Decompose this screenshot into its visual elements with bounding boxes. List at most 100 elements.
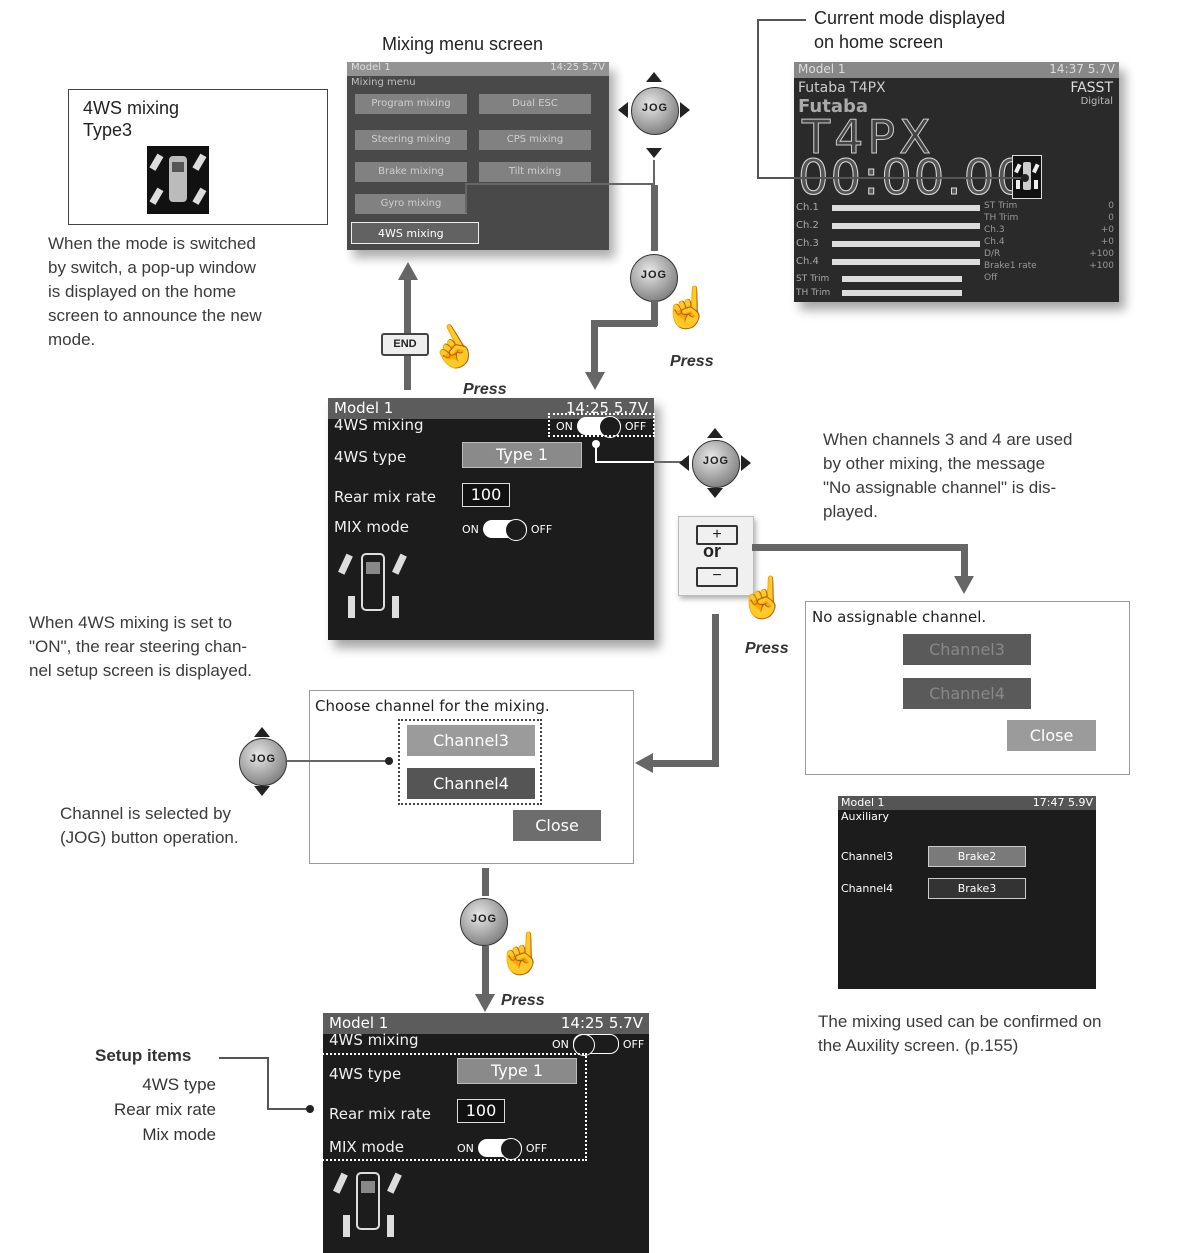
- popup-title: Choose channel for the mixing.: [315, 697, 550, 715]
- flow-line: [465, 183, 467, 213]
- home-screen: Model 1 14:37 5.7V Futaba T4PX Futaba FA…: [794, 62, 1119, 302]
- setup-item: 4WS type: [142, 1075, 216, 1094]
- aux-header: Model 1 17:47 5.9V: [838, 796, 1096, 810]
- 4ws-type-value[interactable]: Type 1: [457, 1058, 577, 1084]
- screen-title: 4WS mixing: [329, 1031, 419, 1049]
- no-assignable-channel-popup: No assignable channel. Channel3 Channel4…: [805, 601, 1130, 775]
- channel3-button[interactable]: Channel3: [407, 725, 535, 756]
- press-hand-icon: ☝: [420, 316, 486, 380]
- home-ch-bar: [832, 241, 980, 247]
- menu-item[interactable]: Dual ESC: [479, 94, 591, 114]
- flow-line-thick: [591, 320, 598, 376]
- jog-button[interactable]: JOG: [239, 738, 287, 786]
- menu-item[interactable]: Gyro mixing: [355, 194, 467, 214]
- press-label: Press: [745, 640, 789, 657]
- menu-item[interactable]: Brake mixing: [355, 162, 467, 182]
- channel3-button: Channel3: [903, 634, 1031, 665]
- menu-item[interactable]: Program mixing: [355, 94, 467, 114]
- caption-line: the Auxility screen. (p.155): [818, 1036, 1019, 1055]
- flow-arrow-left-icon: [635, 753, 653, 773]
- end-button[interactable]: END: [381, 333, 429, 356]
- mix-mode-toggle[interactable]: ON OFF: [462, 519, 552, 541]
- home-right-value: 0: [1108, 213, 1114, 223]
- header-model: Model 1: [841, 796, 885, 809]
- home-right-label: ST Trim: [984, 201, 1018, 211]
- jog-label: JOG: [249, 753, 277, 765]
- caption-line: "ON", the rear steering chan-: [29, 637, 248, 656]
- car-4ws-type3-icon: [147, 146, 209, 214]
- home-right-value: +100: [1089, 249, 1114, 259]
- 4ws-type-value[interactable]: Type 1: [462, 442, 582, 468]
- close-button[interactable]: Close: [513, 810, 601, 841]
- caption-line: When 4WS mixing is set to: [29, 613, 233, 632]
- toggle-pill[interactable]: [482, 519, 527, 541]
- close-button[interactable]: Close: [1007, 720, 1096, 751]
- aux-ch3-value[interactable]: Brake2: [928, 846, 1026, 867]
- jog-up-arrow-icon: [646, 72, 662, 82]
- rear-mix-rate-value[interactable]: 100: [462, 483, 510, 507]
- jog-right-arrow-icon: [741, 455, 751, 471]
- caption-line: "No assignable channel" is dis-: [823, 478, 1057, 497]
- home-right-label: TH Trim: [984, 213, 1019, 223]
- 4ws-mixing-toggle[interactable]: ON OFF: [552, 1034, 644, 1056]
- toggle-pill[interactable]: [572, 1034, 619, 1056]
- minus-button[interactable]: −: [696, 567, 738, 587]
- caption-line: is displayed on the home: [48, 282, 237, 301]
- caption-line: nel setup screen is displayed.: [29, 661, 253, 680]
- menu-item[interactable]: CPS mixing: [479, 130, 591, 150]
- home-trim-label: ST Trim: [796, 274, 830, 284]
- jog-left-arrow-icon: [618, 102, 628, 118]
- connector-line: [285, 760, 389, 762]
- header-time: 17:47 5.9V: [1032, 796, 1093, 809]
- home-right-label: Off: [984, 273, 998, 283]
- selection-frame: [398, 719, 542, 805]
- menu-item[interactable]: Tilt mixing: [479, 162, 591, 182]
- jog-button[interactable]: JOG: [692, 440, 740, 488]
- menu-item-4ws-selected[interactable]: 4WS mixing: [351, 222, 479, 244]
- toggle-on-label: ON: [556, 419, 573, 433]
- mix-mode-label: MIX mode: [329, 1138, 404, 1156]
- header-time: 14:25 5.7V: [560, 1014, 643, 1032]
- menu-item[interactable]: Steering mixing: [355, 130, 467, 150]
- rear-mix-rate-value[interactable]: 100: [457, 1099, 505, 1123]
- flow-line-thick: [712, 614, 719, 766]
- mode-popup-example: 4WS mixing Type3: [68, 89, 328, 225]
- caption-leader: [758, 19, 806, 21]
- mixing-menu-screen: Model 1 14:25 5.7V Mixing menu Program m…: [347, 62, 609, 250]
- leader-dot: [592, 440, 600, 448]
- caption-rear-steering: When 4WS mixing is set to "ON", the rear…: [29, 611, 307, 683]
- jog-button[interactable]: JOG: [631, 87, 679, 135]
- toggle-pill[interactable]: [477, 1138, 522, 1160]
- flow-line-thick: [651, 300, 658, 326]
- toggle-on-label: ON: [552, 1037, 569, 1051]
- aux-ch4-label: Channel4: [841, 882, 894, 895]
- home-ch-label: Ch.3: [796, 238, 819, 249]
- 4ws-mixing-toggle[interactable]: ON OFF: [556, 416, 646, 438]
- leader-dot: [1021, 174, 1029, 182]
- flow-line-thick: [482, 946, 489, 998]
- caption-line: by other mixing, the message: [823, 454, 1046, 473]
- menu-header-model: Model 1: [351, 62, 391, 73]
- mix-mode-toggle[interactable]: ON OFF: [457, 1138, 548, 1160]
- home-ch-bar: [832, 223, 980, 229]
- caption-line: The mixing used can be confirmed on: [818, 1012, 1102, 1031]
- press-hand-icon: ☝: [738, 576, 788, 620]
- plus-button[interactable]: +: [696, 525, 738, 545]
- jog-left-arrow-icon: [679, 455, 689, 471]
- toggle-pill[interactable]: [576, 416, 621, 438]
- menu-header-time: 14:25 5.7V: [550, 62, 605, 73]
- caption-line: played.: [823, 502, 878, 521]
- jog-button[interactable]: JOG: [460, 898, 508, 946]
- 4ws-type-label: 4WS type: [329, 1065, 402, 1083]
- toggle-off-label: OFF: [525, 1141, 548, 1155]
- flow-line-thick: [591, 320, 657, 327]
- caption-popup: When the mode is switched by switch, a p…: [48, 232, 333, 352]
- home-right-value: 0: [1108, 201, 1114, 211]
- menu-subtitle: Mixing menu: [351, 77, 416, 88]
- channel4-button[interactable]: Channel4: [407, 768, 535, 799]
- home-header-model: Model 1: [798, 62, 846, 76]
- aux-ch4-value[interactable]: Brake3: [928, 878, 1026, 899]
